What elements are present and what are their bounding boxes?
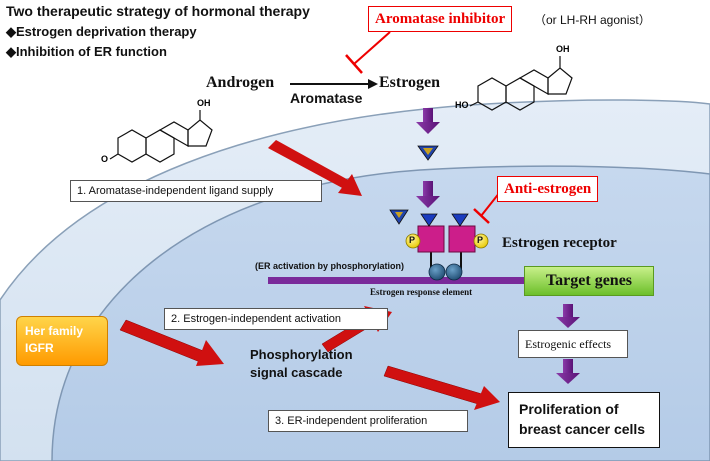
ligand-supply-arrow: [268, 140, 362, 196]
cascade-to-proliferation-arrow: [383, 365, 500, 410]
her-family-label: Her family: [25, 324, 84, 338]
inhibitor-line: [353, 31, 391, 65]
proliferation-line-2: breast cancer cells: [519, 421, 646, 437]
purple-arrow-1: [416, 108, 440, 134]
estrogen-independent-box: 2. Estrogen-independent activation: [164, 308, 388, 330]
lhrh-agonist-note: （or LH-RH agonist）: [534, 13, 651, 27]
bullet-er-inhibition: ◆Inhibition of ER function: [6, 44, 167, 59]
estrogen-oh-label: OH: [556, 44, 570, 54]
androgen-o-label: O: [101, 154, 109, 164]
signal-line-2: signal cascade: [250, 365, 343, 380]
estrogen-label: Estrogen: [379, 74, 441, 91]
estrogen-structure-icon: [469, 56, 573, 111]
antiestrogen-bar: [473, 208, 490, 224]
estrogen-receptor-label: Estrogen receptor: [502, 235, 617, 251]
androgen-label: Androgen: [206, 74, 275, 91]
antiestrogen-line: [480, 191, 501, 217]
p-badge-right: P: [477, 235, 484, 245]
purple-arrow-4: [556, 359, 580, 384]
her-family-box: Her family IGFR: [16, 316, 108, 366]
response-element-label: Estrogen response element: [370, 287, 473, 297]
inhibitor-bar: [345, 54, 363, 74]
estrogen-ho-label: HO: [455, 100, 469, 110]
igfr-label: IGFR: [25, 341, 54, 355]
bullet-estrogen-deprivation: ◆Estrogen deprivation therapy: [6, 24, 197, 39]
estrogen-receptor-dimer: [405, 213, 489, 281]
anti-estrogen-label: Anti-estrogen: [497, 176, 599, 202]
aromatase-inhibitor-label: Aromatase inhibitor: [368, 6, 513, 32]
p-badge-left: P: [409, 235, 416, 245]
proliferation-box: Proliferation of breast cancer cells: [508, 392, 660, 448]
target-genes-box: Target genes: [524, 266, 654, 296]
purple-arrow-3: [556, 304, 580, 328]
aromatase-label: Aromatase: [290, 90, 363, 106]
estrogenic-effects-box: Estrogenic effects: [518, 330, 628, 358]
ligand-triangle-2: [389, 209, 409, 225]
ligand-triangle-1: [417, 145, 439, 161]
er-independent-box: 3. ER-independent proliferation: [268, 410, 468, 432]
diagram-title: Two therapeutic strategy of hormonal the…: [6, 3, 310, 19]
androgen-oh-label: OH: [197, 98, 211, 108]
proliferation-line-1: Proliferation of: [519, 401, 619, 417]
signal-cascade-label: Phosphorylation signal cascade: [250, 346, 353, 382]
androgen-structure-icon: [109, 110, 213, 163]
dna-strand: [268, 277, 530, 284]
ligand-supply-box: 1. Aromatase-independent ligand supply: [70, 180, 322, 202]
signal-line-1: Phosphorylation: [250, 347, 353, 362]
purple-arrow-2: [416, 181, 440, 208]
phosphorylation-note: (ER activation by phosphorylation): [255, 261, 405, 271]
her-to-cascade-arrow: [119, 319, 224, 366]
